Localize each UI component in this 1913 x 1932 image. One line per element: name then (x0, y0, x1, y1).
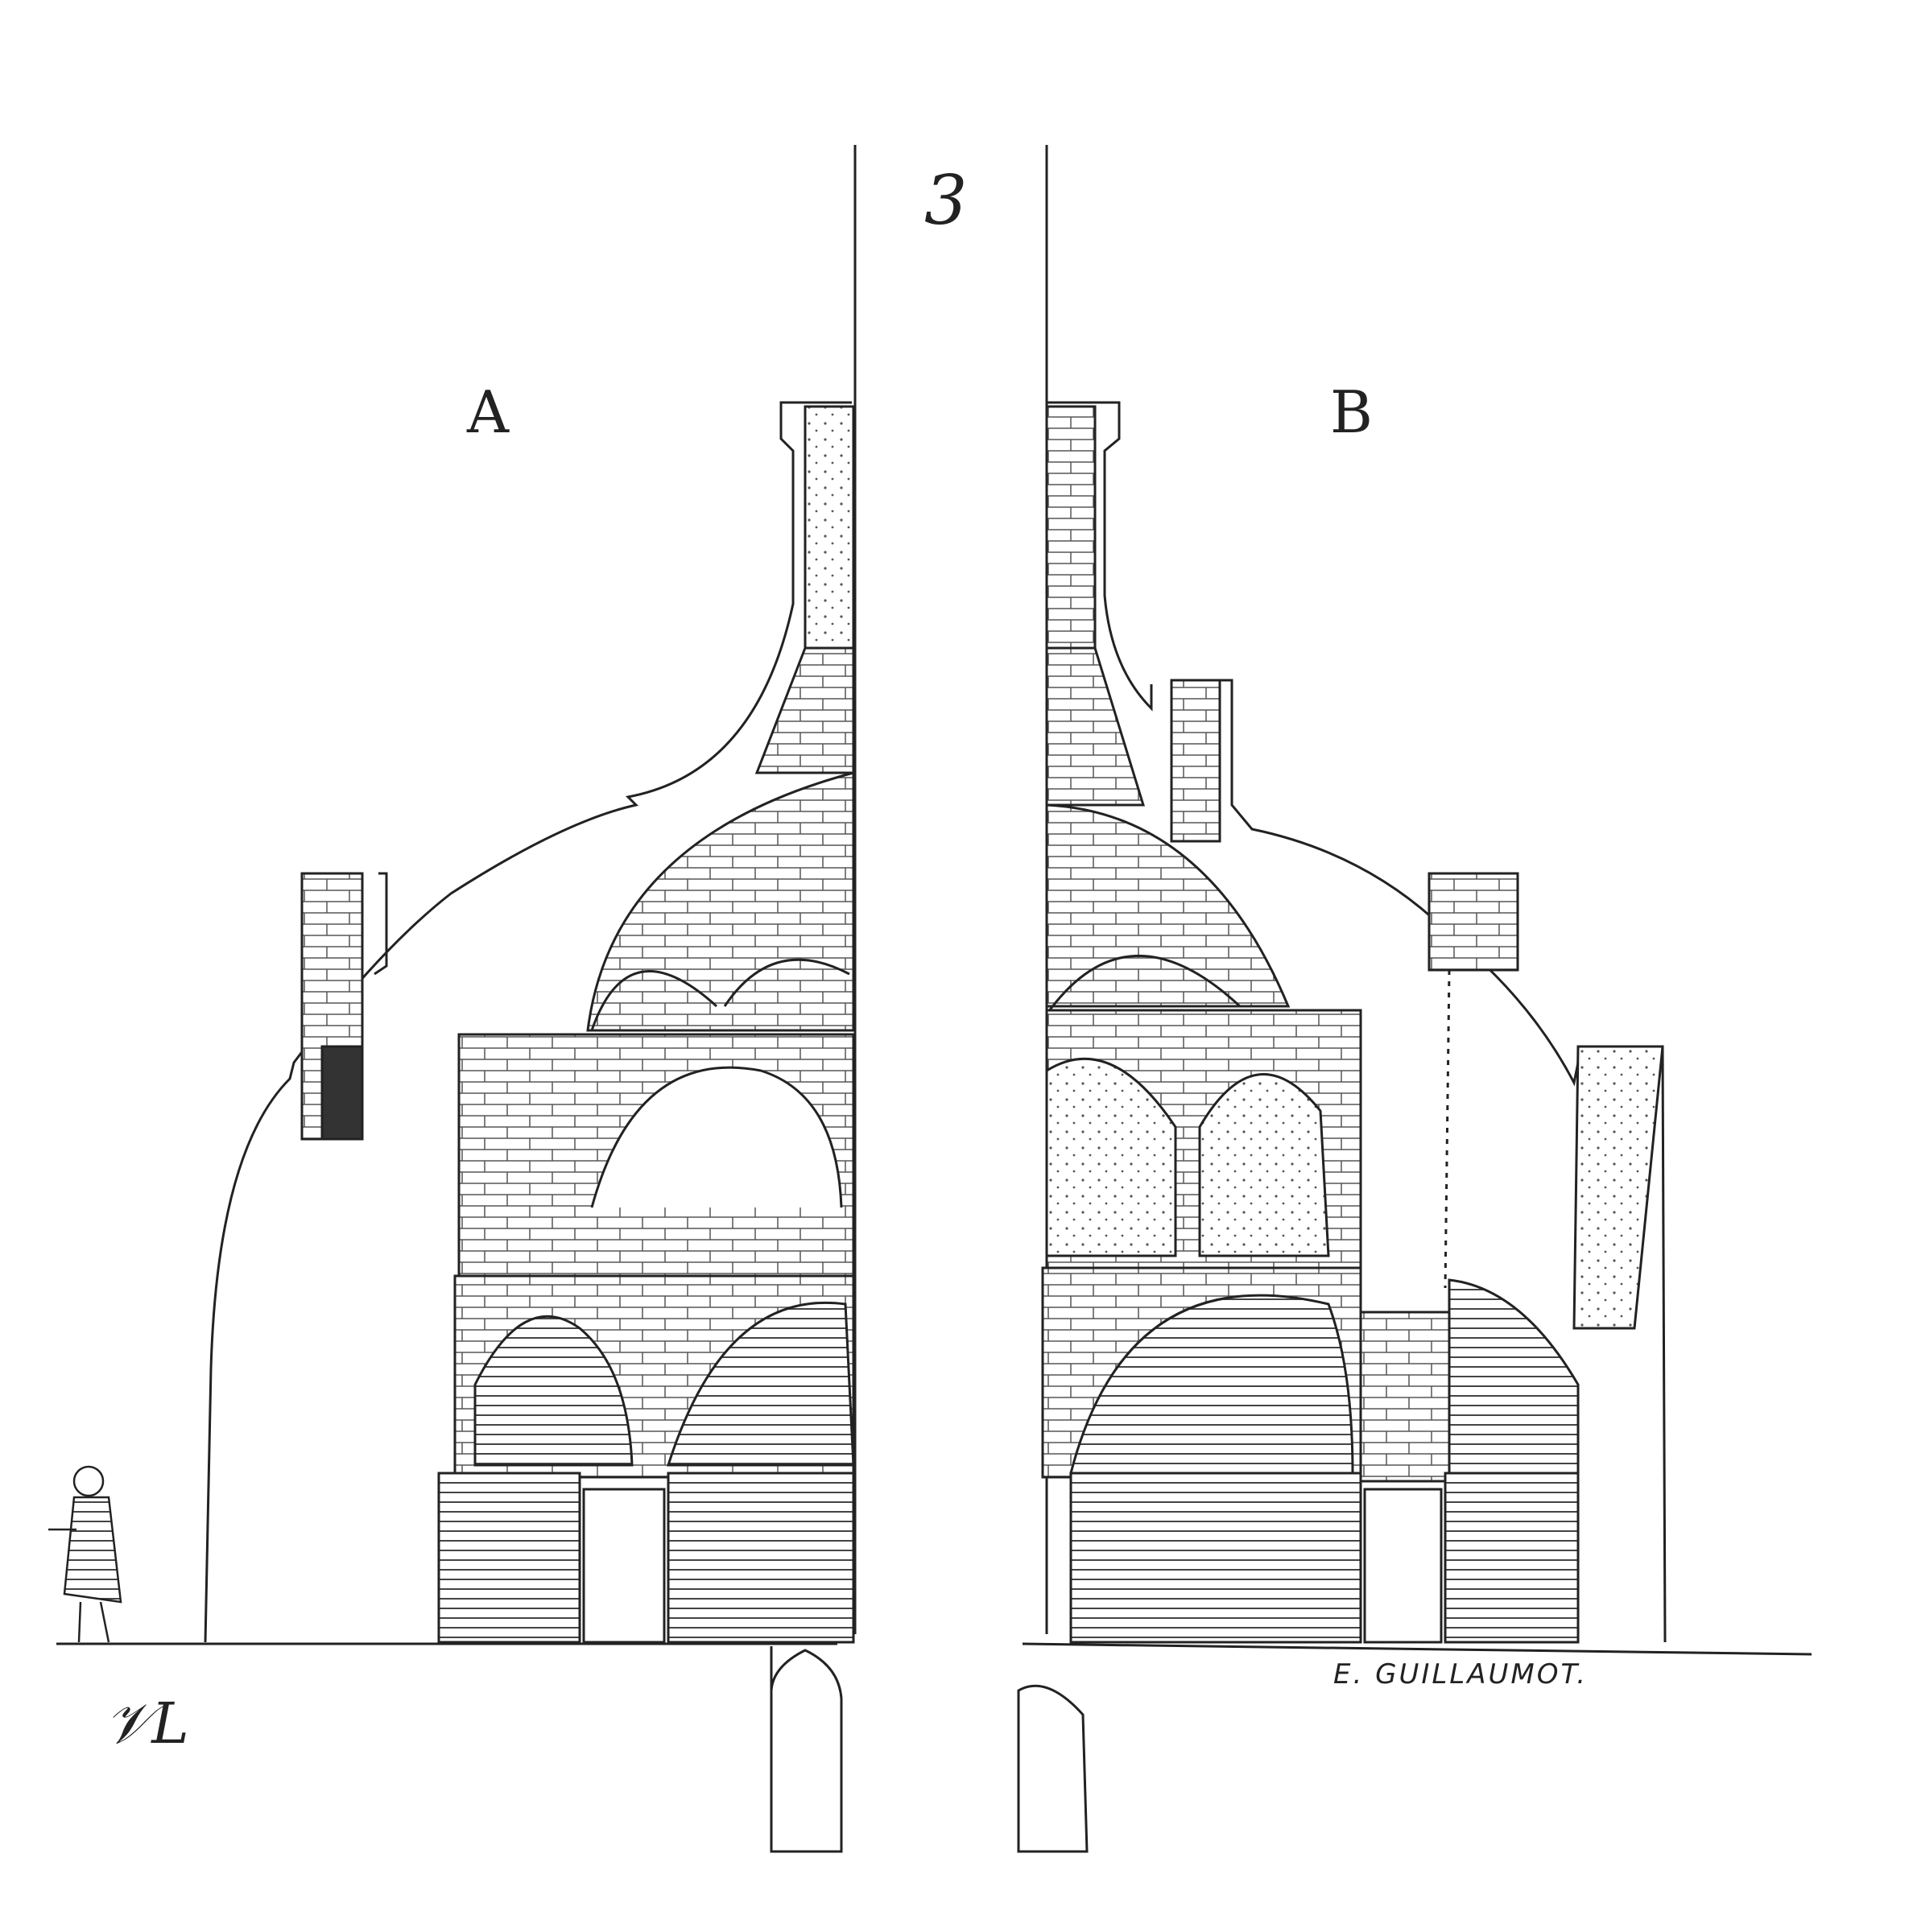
section-a-upper-arch-2 (723, 958, 850, 1007)
section-b-dome (1045, 803, 1291, 1008)
section-b-chimney-shaft (1045, 405, 1097, 650)
scale-figure (48, 1465, 122, 1643)
section-a-upper-arch-1 (590, 970, 718, 1031)
section-a-middle-arch (590, 1066, 843, 1208)
section-b-middle-arch-left (1045, 1057, 1177, 1257)
section-b-cone (1045, 646, 1146, 807)
section-b-lower-arch (1069, 1294, 1354, 1475)
section-b-base-left (1069, 1472, 1362, 1644)
section-b-roof-left (1047, 401, 1153, 712)
section-b-right-wall (1661, 1046, 1667, 1643)
section-a-lower-arch-large (666, 1301, 855, 1467)
section-b-base-right (1444, 1472, 1580, 1644)
section-b-small-chimney (1428, 872, 1519, 972)
section-b-second-chimney (1170, 679, 1221, 843)
ground-line-right (1022, 1642, 1812, 1656)
section-label-b: B (1330, 378, 1373, 446)
section-a-base-left (437, 1472, 581, 1644)
section-b-side-vault (1448, 1278, 1580, 1475)
engraver-monogram: 𝒱L (105, 1690, 189, 1757)
section-a-base-pier (582, 1488, 666, 1644)
section-a-side-chimney (300, 872, 388, 1141)
section-a-dome (586, 771, 855, 1032)
foundation-niche-right (1017, 1684, 1089, 1853)
section-b-base-pier (1363, 1488, 1443, 1644)
section-b-middle-arch-right (1198, 1073, 1330, 1257)
section-b-right-stack (1572, 1045, 1664, 1330)
section-a-chimney-shaft (804, 405, 855, 650)
section-b-dotted-flue (1444, 969, 1451, 1289)
section-a-base-right (667, 1472, 855, 1644)
section-label-a: A (467, 378, 509, 446)
section-a-cone (754, 646, 855, 774)
artist-signature: E. GUILLAUMOT. (1333, 1658, 1589, 1690)
section-a-roof-profile (204, 401, 852, 1643)
section-b-upper-arch (1045, 955, 1242, 1015)
section-a-lower-arch-small (473, 1315, 634, 1467)
foundation-niche-left (770, 1646, 843, 1853)
figure-number: 3 (924, 161, 968, 240)
section-b-side-block (1359, 1311, 1451, 1483)
